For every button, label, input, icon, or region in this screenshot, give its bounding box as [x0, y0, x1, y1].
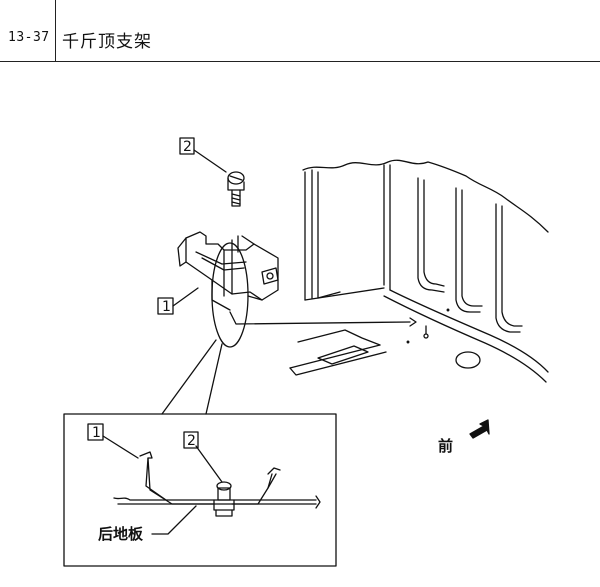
- detail-drawing: [113, 451, 321, 517]
- callout-bolt: 2: [183, 139, 192, 155]
- callout-bolt-detail: 2: [187, 433, 196, 449]
- rear-floor-label: 后地板: [98, 525, 144, 543]
- header-rule: [0, 61, 600, 62]
- jack-bracket-drawing: [177, 231, 429, 348]
- callout-box-bolt-detail: [183, 431, 199, 449]
- callout-box-bracket-detail: [87, 423, 104, 441]
- detail-box: [63, 413, 337, 567]
- front-arrow: [469, 419, 490, 439]
- header-divider: [55, 0, 56, 62]
- callout-box-bolt: [179, 137, 195, 155]
- page-title: 千斤顶支架: [62, 32, 152, 52]
- vehicle-body-drawing: [289, 159, 549, 383]
- page-header: 13-37 千斤顶支架: [0, 0, 600, 62]
- bolt-drawing: [227, 171, 245, 207]
- page-number: 13-37: [8, 30, 50, 45]
- callout-bracket-detail: 1: [92, 425, 101, 441]
- front-label: 前: [438, 437, 453, 455]
- callout-bracket: 1: [162, 299, 171, 315]
